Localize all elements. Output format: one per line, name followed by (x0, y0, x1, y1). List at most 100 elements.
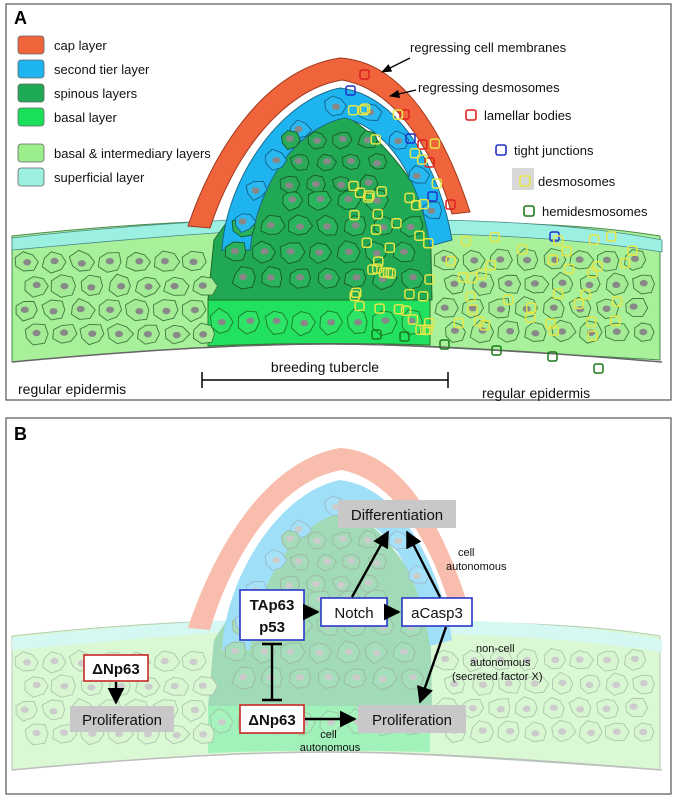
cell (472, 672, 495, 696)
cell-nucleus (575, 256, 584, 263)
junction-marker (491, 345, 502, 356)
desmosome-bg (512, 168, 534, 190)
cell-nucleus (450, 680, 459, 687)
cell (632, 674, 655, 695)
cell (516, 648, 539, 671)
cell-nucleus (381, 317, 390, 324)
cell-nucleus (373, 560, 382, 567)
cell (371, 666, 398, 691)
cell-nucleus (77, 260, 86, 267)
cell (24, 676, 49, 698)
dnp63-left-box (83, 654, 149, 682)
cell-nucleus (394, 537, 403, 545)
cell-nucleus (344, 195, 353, 203)
cell-nucleus (143, 330, 152, 338)
cell-nucleus (337, 181, 346, 189)
junction-marker (460, 235, 472, 247)
cell-nucleus (496, 256, 505, 263)
cell (551, 719, 577, 743)
junction-marker (609, 315, 621, 327)
cell-nucleus (286, 648, 295, 655)
cell-nucleus (60, 282, 69, 290)
cell-nucleus (144, 683, 153, 690)
marker-label: tight junctions (514, 143, 594, 158)
junction-marker (517, 244, 528, 255)
cell-nucleus (506, 327, 515, 335)
junction-marker (399, 331, 410, 342)
edge-acasp3-to-proliferation (417, 626, 448, 704)
cell-nucleus (285, 135, 294, 142)
cell-nucleus (612, 681, 621, 689)
cell-nucleus (315, 649, 324, 656)
cell-nucleus (49, 708, 58, 715)
junction-marker (374, 303, 385, 314)
cell (319, 710, 344, 736)
cell-nucleus (331, 503, 340, 510)
acasp3-box (401, 597, 473, 627)
cell-nucleus (399, 648, 408, 655)
cell-nucleus (522, 705, 531, 713)
cell (497, 674, 522, 694)
cell (596, 650, 620, 672)
junction-marker (349, 290, 360, 302)
edge-acasp3-to-differentiation (405, 530, 442, 598)
junction-marker (345, 85, 356, 96)
notch-label: Notch (334, 605, 373, 622)
cell-nucleus (506, 727, 515, 735)
junction-marker (465, 291, 476, 303)
cell (41, 651, 67, 674)
junction-marker (573, 298, 584, 310)
membranes-arrow (381, 57, 411, 73)
cell-nucleus (285, 182, 294, 189)
cell (209, 707, 234, 734)
marker-swatch (465, 109, 477, 121)
cell-nucleus (630, 655, 639, 662)
junction-markers (345, 69, 638, 374)
junction-marker (611, 296, 623, 307)
junction-marker (347, 104, 359, 116)
cell-nucleus (346, 557, 355, 565)
cell-nucleus (199, 331, 208, 338)
junction-marker (503, 294, 514, 306)
junction-marker (350, 287, 362, 299)
legend-swatch (17, 107, 45, 127)
panel-b-letter: B (14, 424, 27, 444)
cell-nucleus (363, 536, 372, 544)
junction-marker (378, 267, 390, 278)
cell-nucleus (587, 729, 596, 736)
cell-nucleus (409, 673, 418, 681)
cell-nucleus (300, 319, 309, 327)
cell-nucleus (295, 674, 304, 681)
cell (579, 674, 601, 695)
cell-nucleus (285, 535, 294, 542)
cell-nucleus (575, 656, 584, 663)
cell-nucleus (323, 158, 332, 165)
edge-notch-to-differentiation (350, 530, 390, 598)
cell-nucleus (272, 317, 281, 325)
cell-nucleus (576, 706, 585, 713)
cell-nucleus (551, 256, 560, 264)
cell (524, 721, 547, 742)
cell-nucleus (496, 656, 505, 663)
junction-marker (548, 325, 560, 336)
tap63-p53-box (239, 589, 305, 641)
cell-nucleus (531, 330, 540, 337)
cell (289, 553, 310, 571)
cell (408, 564, 431, 584)
cell-nucleus (189, 258, 198, 266)
dnp63-center-box (239, 704, 305, 734)
cell (469, 720, 495, 744)
cell-nucleus (172, 731, 181, 739)
junction-marker (393, 304, 405, 315)
cell-nucleus (373, 197, 382, 204)
junction-marker (361, 237, 373, 249)
cell (488, 698, 511, 719)
junction-marker (405, 133, 416, 144)
cell-nucleus (639, 279, 648, 287)
junction-marker (370, 134, 381, 145)
cell-nucleus (189, 658, 198, 666)
cell (24, 723, 49, 746)
cell-nucleus (338, 135, 347, 143)
cell (264, 548, 288, 571)
p53-label: p53 (259, 619, 285, 636)
